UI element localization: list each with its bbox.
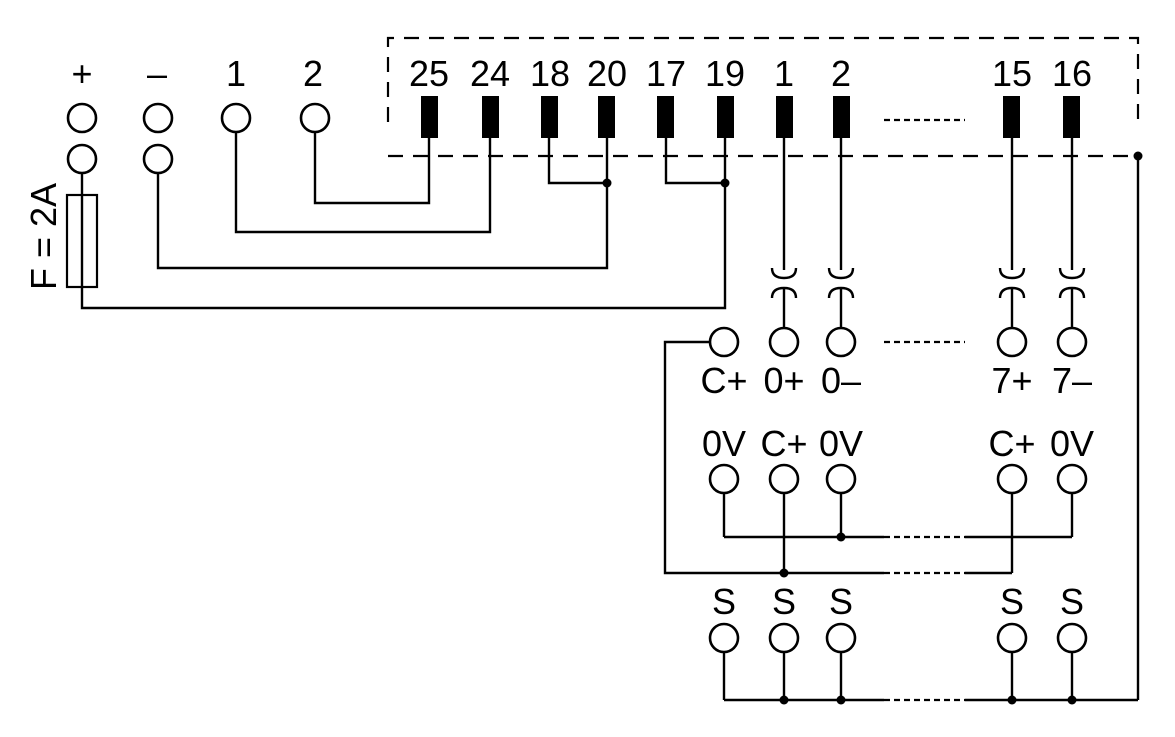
junction-s-d [1007,695,1017,705]
pin-label-16: 16 [1052,53,1092,94]
terminal-s-d [996,622,1028,654]
supply-terminals [66,102,331,175]
power-label-0v-c: 0V [1050,423,1094,464]
power-label-0v-a: 0V [702,423,746,464]
terminal-c-plus-a [768,463,800,495]
terminal-s-e [1056,622,1088,654]
terminal-0v-c [1056,463,1088,495]
shield-terminals [708,622,1088,654]
fuse: F = 2A [23,173,99,290]
pin-25 [421,96,438,138]
pin-17 [657,96,674,138]
terminal-s-a [708,622,740,654]
shield-label-a: S [712,581,736,622]
power-labels: 0V C+ 0V C+ 0V [702,423,1094,464]
terminal-7-plus [996,326,1028,358]
c-plus-bus [663,340,1014,578]
channel-label-c-plus: C+ [700,360,747,401]
terminal-7-minus [1056,326,1088,358]
zero-volt-bus [722,493,1074,542]
supply-wiring [80,132,730,310]
junction-s-e [1067,695,1077,705]
shield-break-0 [770,267,798,328]
terminal-c-plus-b [996,463,1028,495]
terminal-0-minus [825,326,857,358]
channel-label-7-plus: 7+ [991,360,1032,401]
junction-c-plus [779,568,789,578]
shield-labels: S S S S S [712,581,1084,622]
pin-label-19: 19 [705,53,745,94]
terminal-0-plus [768,326,800,358]
connector-pins [421,96,1080,138]
shield-break-1 [827,267,855,328]
shield-bus [722,151,1143,705]
supply-label-1: 1 [226,53,246,94]
supply-label-minus: – [147,53,167,94]
pin-19 [717,96,734,138]
shield-label-c: S [829,581,853,622]
pin-label-24: 24 [470,53,510,94]
junction-0v [836,532,846,542]
pin-label-25: 25 [409,53,449,94]
power-terminals [708,463,1088,495]
channel-labels: C+ 0+ 0– 7+ 7– [700,360,1092,401]
pin-16 [1063,96,1080,138]
terminal-1 [220,102,252,134]
supply-labels: + – 1 2 [71,53,323,94]
pin-label-17: 17 [646,53,686,94]
pin-label-15: 15 [992,53,1032,94]
terminal-s-c [825,622,857,654]
terminal-0v-b [825,463,857,495]
channel-label-0-minus: 0– [821,360,861,401]
shield-label-e: S [1060,581,1084,622]
shield-label-b: S [772,581,796,622]
shield-break-7m [1058,267,1086,328]
channel-terminals [708,326,1088,358]
junction-shield-housing [1133,151,1143,161]
terminal-minus-bottom [142,143,174,175]
pin-15 [1003,96,1020,138]
fuse-label: F = 2A [23,183,64,290]
terminal-plus-bottom [66,143,98,175]
junction-s-b [779,695,789,705]
pin-label-20: 20 [587,53,627,94]
supply-label-2: 2 [303,53,323,94]
terminal-c-plus [708,326,740,358]
pin-20 [598,96,615,138]
pin-24 [482,96,499,138]
pin-label-18: 18 [530,53,570,94]
terminal-minus-top [142,102,174,134]
pin-label-1: 1 [774,53,794,94]
terminal-0v-a [708,463,740,495]
supply-label-plus: + [71,53,92,94]
power-label-c-plus-b: C+ [988,423,1035,464]
pin-2 [833,96,850,138]
power-label-0v-b: 0V [819,423,863,464]
shield-break-7p [998,267,1026,328]
pin-18 [541,96,558,138]
junction-s-c [836,695,846,705]
terminal-2 [299,102,331,134]
shield-label-d: S [1000,581,1024,622]
channel-wiring [770,138,1086,328]
channel-label-0-plus: 0+ [763,360,804,401]
terminal-s-b [768,622,800,654]
channel-label-7-minus: 7– [1052,360,1092,401]
power-label-c-plus-a: C+ [760,423,807,464]
pin-1 [776,96,793,138]
terminal-plus-top [66,102,98,134]
connector-pin-labels: 25 24 18 20 17 19 1 2 15 16 [409,53,1092,94]
pin-label-2: 2 [831,53,851,94]
